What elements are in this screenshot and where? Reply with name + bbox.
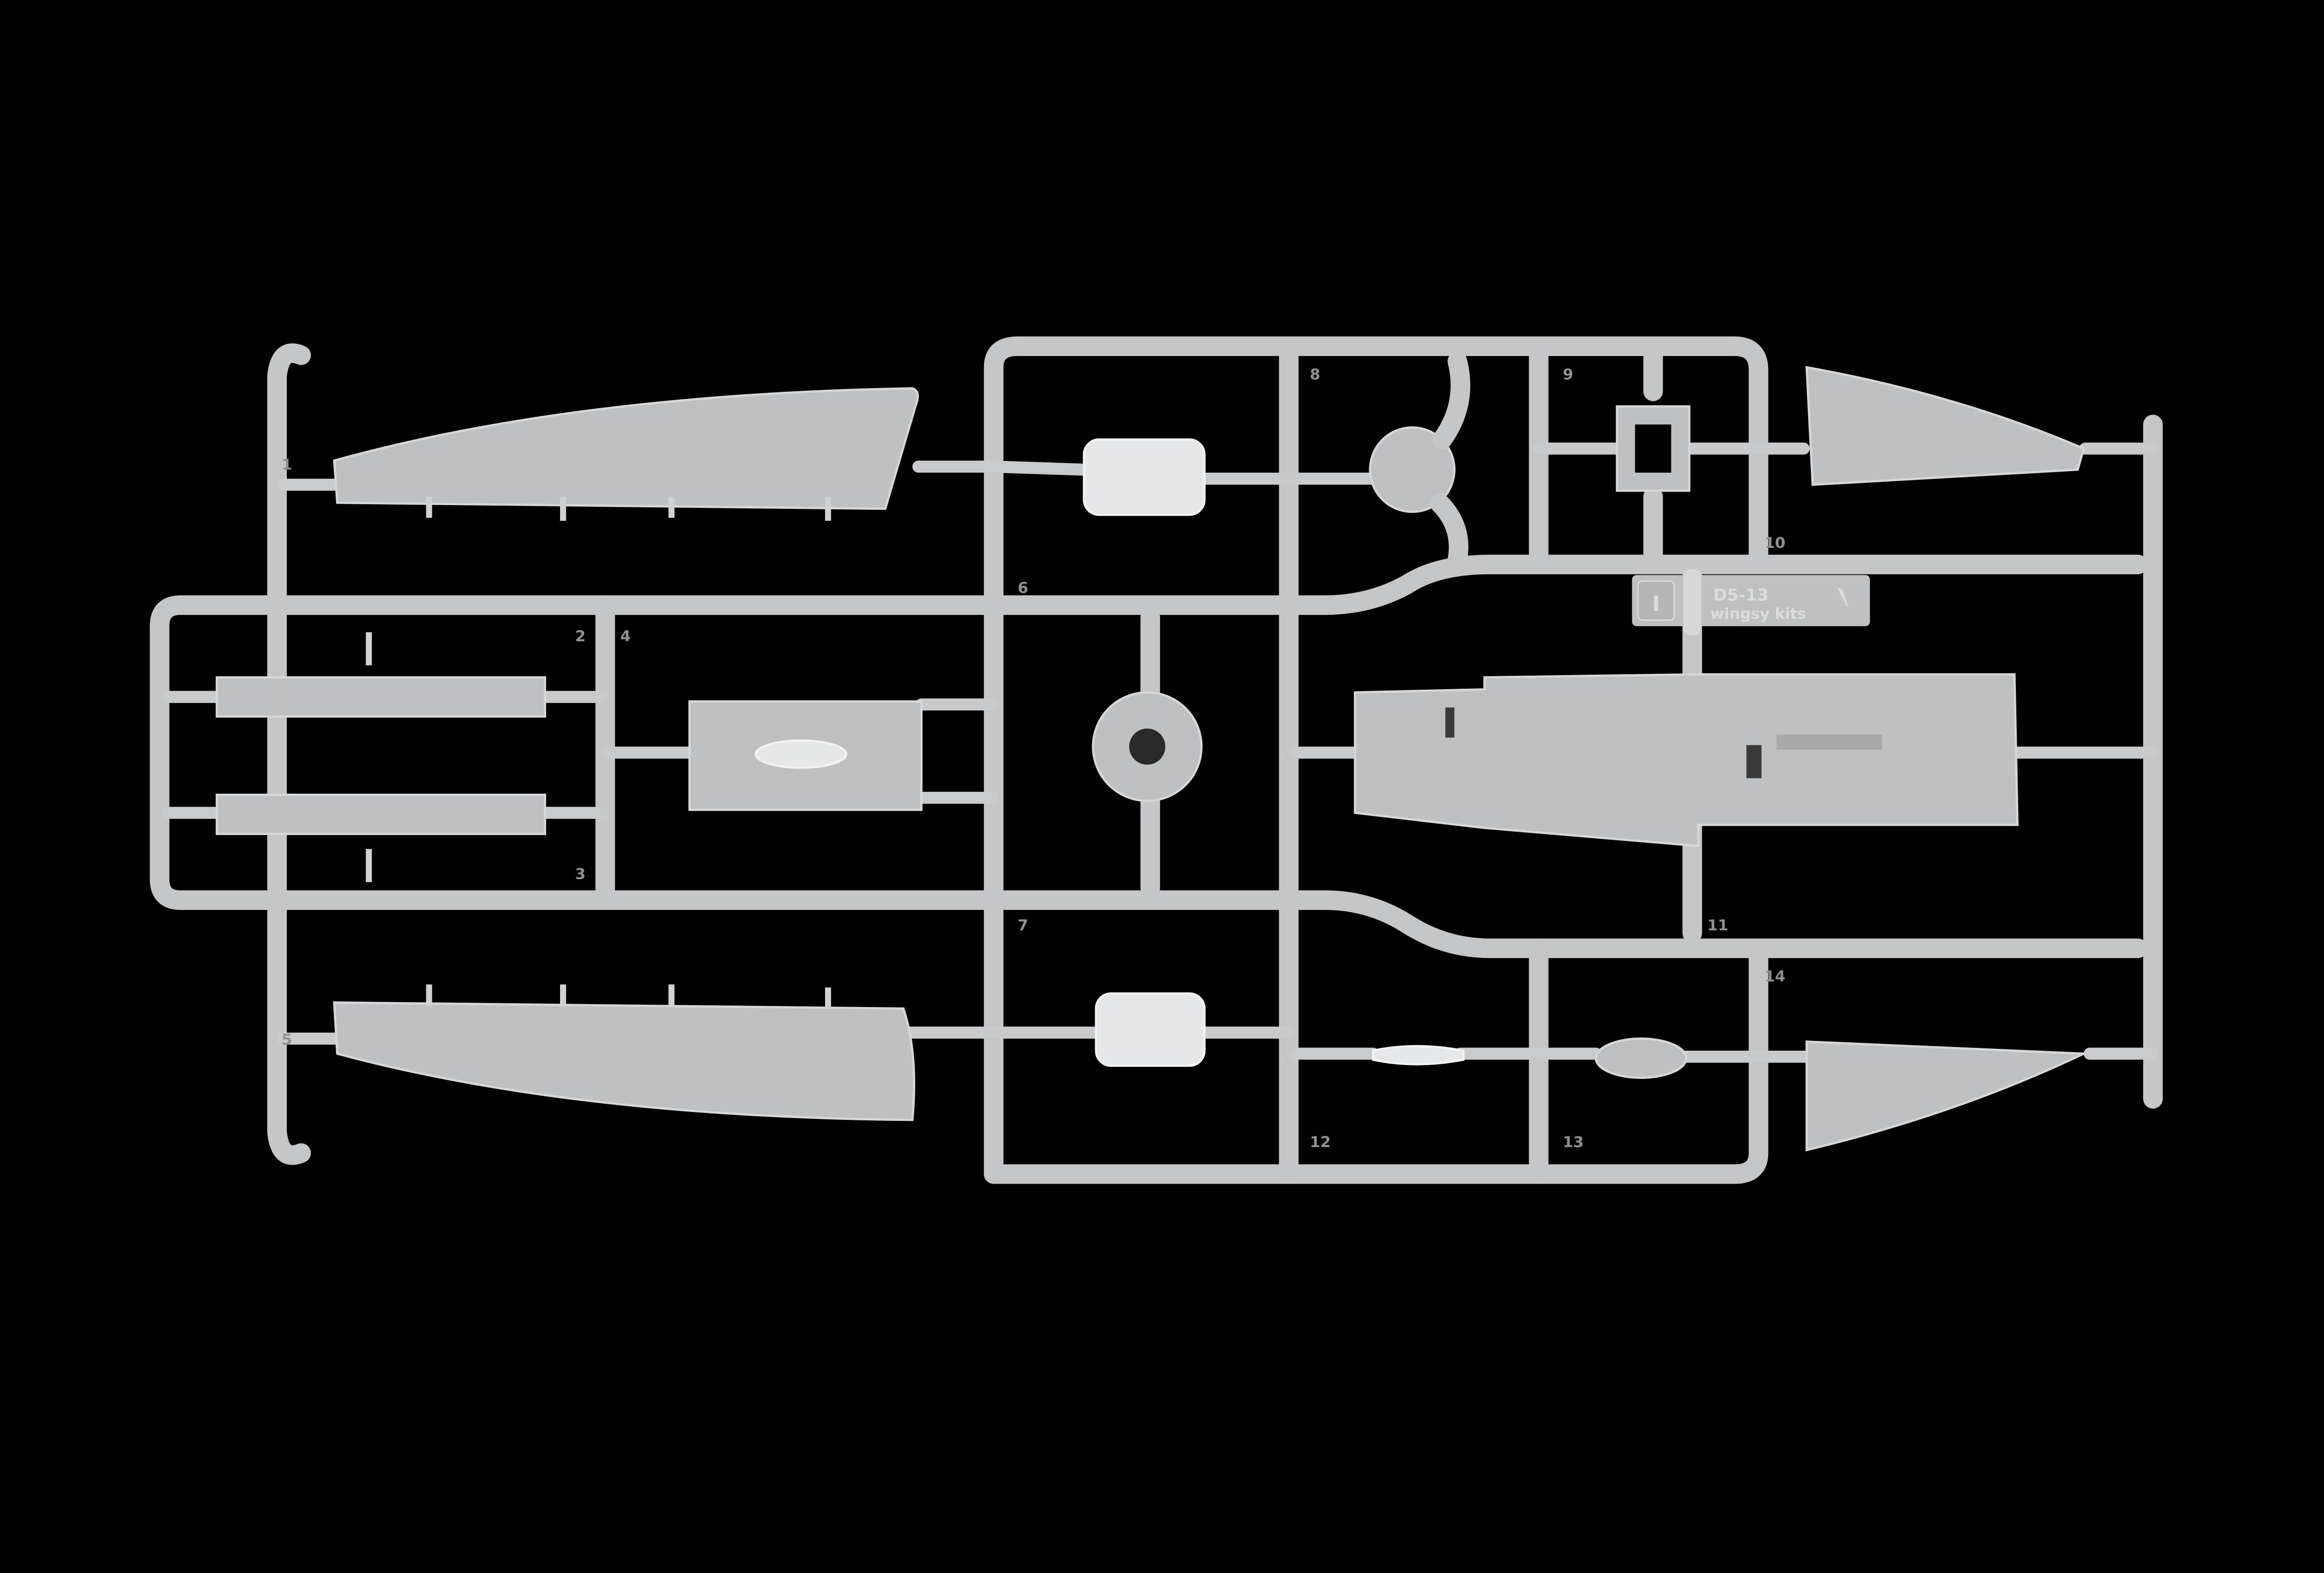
wing-pins bbox=[426, 496, 832, 1009]
sprue-code: D5-13 bbox=[1713, 586, 1769, 605]
strip-part-2 bbox=[216, 676, 547, 718]
brand-name: wingsy kits bbox=[1710, 605, 1806, 622]
small-part-12 bbox=[1372, 1045, 1465, 1066]
sprue-letter: I bbox=[1652, 592, 1660, 616]
part-number: 4 bbox=[621, 627, 631, 645]
part-number: 8 bbox=[1310, 365, 1320, 383]
part-number: 13 bbox=[1563, 1133, 1584, 1151]
tail-surface-bottom-part bbox=[1805, 1040, 2085, 1152]
sprue-gates bbox=[162, 442, 2159, 1063]
part-number: 10 bbox=[1764, 534, 1785, 552]
part-number: 9 bbox=[1563, 365, 1573, 383]
part-number: 6 bbox=[1018, 579, 1029, 597]
part-numbers: 1 2 3 4 5 6 7 8 9 10 11 12 13 14 bbox=[282, 365, 1786, 1151]
wing-bottom-part bbox=[333, 1001, 916, 1121]
ball-part-8 bbox=[1369, 426, 1456, 513]
bird-logo-icon bbox=[1836, 587, 1861, 620]
part-number: 1 bbox=[282, 456, 292, 474]
part-number: 11 bbox=[1707, 916, 1728, 934]
seat-part-6 bbox=[1083, 438, 1206, 516]
fuel-tank-part-13 bbox=[1595, 1037, 1688, 1079]
part-number: 12 bbox=[1310, 1133, 1331, 1151]
seat-part-7 bbox=[1095, 992, 1206, 1067]
strip-part-3 bbox=[216, 793, 547, 835]
part-number: 3 bbox=[575, 865, 586, 883]
sprue-tag: I D5-13 wingsy kits bbox=[1632, 569, 1870, 635]
part-number: 5 bbox=[282, 1031, 292, 1048]
wing-top-part bbox=[333, 387, 919, 510]
bomb-detail bbox=[754, 739, 847, 769]
part-number: 7 bbox=[1018, 916, 1029, 934]
tail-surface-top-part bbox=[1805, 366, 2085, 486]
floor-part-11 bbox=[1353, 673, 2019, 848]
part-number: 2 bbox=[575, 627, 586, 645]
part-number: 14 bbox=[1764, 967, 1785, 985]
